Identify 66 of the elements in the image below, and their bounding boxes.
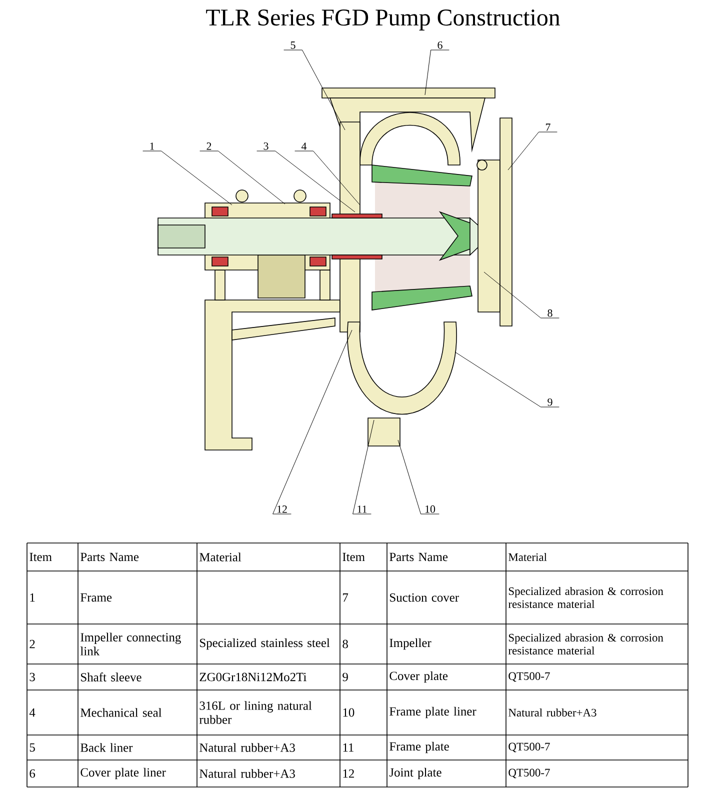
callout-number: 6	[438, 41, 442, 49]
table-cell: 1	[30, 593, 35, 602]
table-cell: 10	[343, 708, 354, 717]
callout-number: 2	[206, 142, 212, 150]
table-cell: Shaft sleeve	[81, 672, 142, 682]
leader-line	[200, 150, 286, 204]
callout-number: 10	[425, 505, 436, 513]
callout-number: 3	[264, 142, 268, 150]
callout-number: 5	[290, 42, 296, 49]
table-cell: 5	[30, 743, 35, 752]
leader-line	[398, 440, 440, 514]
callout-number: 1	[150, 142, 154, 150]
table-cell: 8	[342, 640, 348, 648]
table-cell: Material	[200, 552, 242, 562]
leader-line	[508, 132, 558, 170]
callout-number: 7	[546, 124, 550, 131]
table-cell: Impeller connecting link	[80, 632, 181, 656]
callout-number: 8	[548, 309, 552, 317]
leader-line	[256, 150, 356, 212]
leader-line	[454, 352, 560, 408]
callout-number: 11	[358, 506, 367, 513]
callout-number: 12	[278, 506, 287, 513]
table-cell: Back liner	[80, 743, 133, 752]
title: TLR Series FGD Pump Construction	[206, 10, 560, 30]
leader-line	[284, 50, 346, 130]
table-cell: Item	[342, 552, 365, 562]
leader-line	[294, 150, 360, 206]
table-cell: Material	[508, 552, 547, 562]
table-cell: Specialized stainless steel	[200, 638, 330, 650]
leader-line	[142, 150, 232, 206]
table-cell: Specialized abrasion & corrosion resistance material	[508, 587, 664, 608]
table-cell: Cover plate liner	[80, 768, 166, 780]
table-cell: QT500-7	[508, 742, 550, 752]
table-cell: 7	[343, 593, 348, 602]
table-cell: Natural rubber+A3	[200, 769, 295, 778]
callout-number: 9	[548, 398, 552, 406]
table-cell: 12	[343, 769, 354, 778]
table-cell: 2	[30, 640, 35, 648]
table-cell: Mechanical seal	[80, 708, 162, 717]
table-cell: Specialized abrasion & corrosion resistance material	[508, 634, 664, 654]
table-cell: Natural rubber+A3	[508, 708, 596, 717]
table-cell: 6	[30, 769, 36, 778]
table-cell: Frame	[80, 593, 112, 602]
table-cell: QT500-7	[508, 672, 550, 682]
table-cell: 9	[342, 672, 348, 682]
table-cell: Cover plate	[390, 671, 448, 683]
table-cell: Natural rubber+A3	[200, 743, 295, 752]
table-cell: QT500-7	[508, 768, 550, 778]
table-cell: Parts Name	[390, 552, 448, 562]
table-cell: ZG0Gr18Ni12Mo2Ti	[200, 672, 306, 682]
leader-line	[424, 50, 450, 96]
table-cell: Parts Name	[80, 552, 139, 562]
table-cell: 316L or lining natural rubber	[199, 701, 312, 724]
table-cell: 4	[29, 708, 36, 717]
table-cell: Joint plate	[389, 768, 442, 780]
leader-line	[352, 420, 374, 514]
table-cell: Frame plate	[390, 742, 449, 754]
table-cell: Impeller	[390, 638, 432, 650]
table-cell: 3	[30, 672, 35, 682]
leader-line	[272, 330, 352, 514]
table-cell: Suction cover	[390, 593, 459, 602]
callout-number: 4	[301, 142, 307, 150]
table-cell: 11	[343, 743, 354, 752]
table-cell: Item	[30, 552, 52, 562]
leader-line	[484, 272, 560, 318]
table-cell: Frame plate liner	[390, 706, 476, 718]
